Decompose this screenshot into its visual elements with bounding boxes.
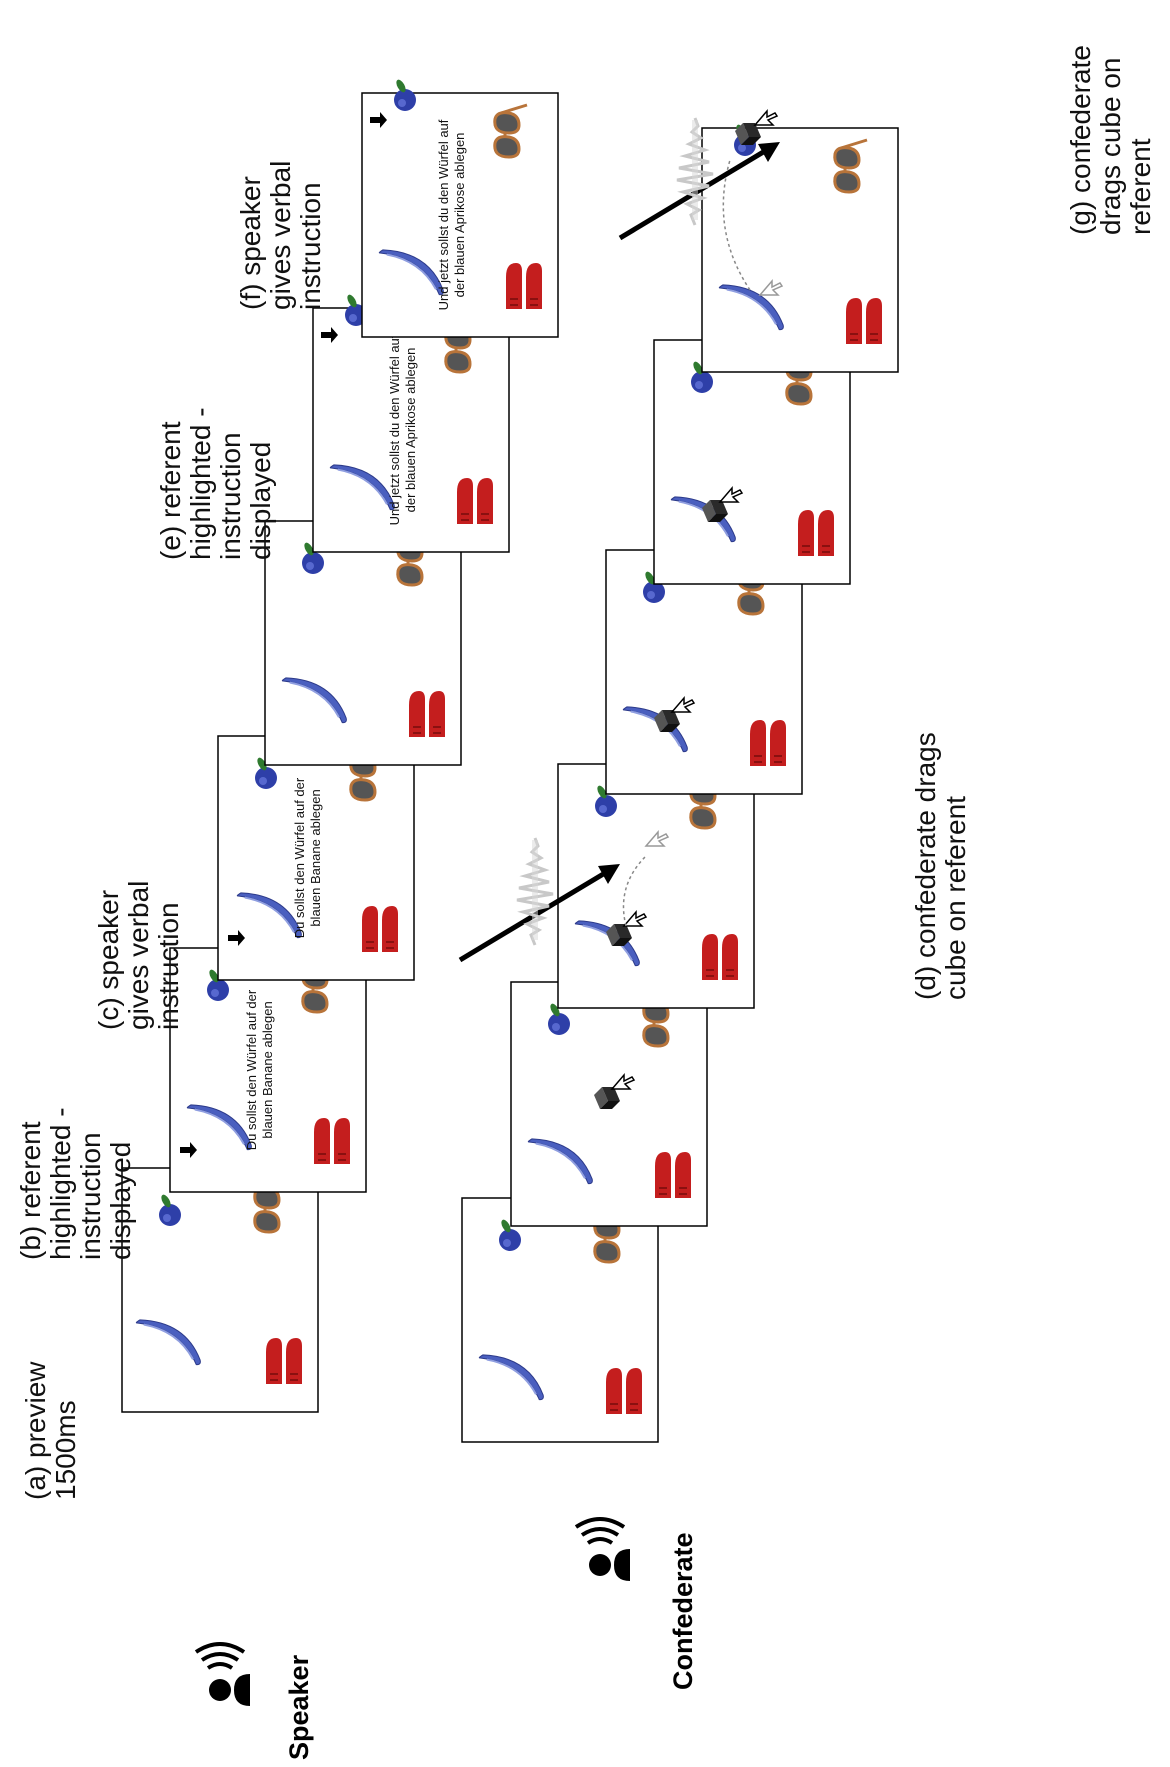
confederate-label: Confederate [668, 1532, 698, 1690]
transition-arrow-1 [458, 838, 620, 963]
speaker-person-icon [194, 1642, 252, 1708]
label-b-line1: (b) referent [15, 1121, 46, 1260]
label-e: (e) referent highlighted - instruction d… [155, 407, 276, 560]
label-a: (a) preview 1500ms [20, 1361, 81, 1500]
speaker-role: Speaker [194, 1642, 314, 1760]
label-b: (b) referent highlighted - instruction d… [15, 1107, 136, 1260]
instruction-text-c2: blauen Banane ablegen [308, 789, 323, 926]
label-f-line2: gives verbal [265, 161, 296, 310]
label-e-line4: displayed [245, 442, 276, 560]
frame-g-drag [701, 110, 899, 373]
label-c-line2: gives verbal [123, 881, 154, 1030]
frame-a-preview [121, 1167, 319, 1413]
label-a-line2: 1500ms [50, 1400, 81, 1500]
instruction-text-e1: Und jetzt sollst du den Würfel auf [387, 334, 402, 525]
label-g-line2: drags cube on [1095, 58, 1126, 235]
instruction-text-b1: Du sollst den Würfel auf der [244, 989, 259, 1150]
instruction-text-e2: der blauen Aprikose ablegen [403, 348, 418, 513]
frame-b-highlighted: Du sollst den Würfel auf der blauen Bana… [169, 947, 367, 1193]
frame-f-verbal: Und jetzt sollst du den Würfel auf der b… [361, 78, 559, 338]
label-a-line1: (a) preview [20, 1361, 51, 1500]
label-d-line1: (d) confederate drags [910, 732, 941, 1000]
label-g: (g) confederate drags cube on referent [1065, 45, 1156, 235]
instruction-text-c1: Du sollst den Würfel auf der [292, 777, 307, 938]
label-f-line3: instruction [295, 182, 326, 310]
instruction-text-f2: der blauen Aprikose ablegen [452, 133, 467, 298]
instruction-text-f1: Und jetzt sollst du den Würfel auf [436, 119, 451, 310]
label-b-line3: instruction [75, 1132, 106, 1260]
speaker-label: Speaker [284, 1654, 314, 1760]
label-d-line2: cube on referent [940, 796, 971, 1000]
frame-e-highlighted: Und jetzt sollst du den Würfel auf der b… [312, 293, 510, 553]
label-f-line1: (f) speaker [235, 176, 266, 310]
label-c-line3: instruction [153, 902, 184, 1030]
frame-confederate-1 [461, 1197, 659, 1443]
label-f: (f) speaker gives verbal instruction [235, 161, 326, 310]
label-c-line1: (c) speaker [93, 890, 124, 1030]
confederate-role: Confederate [574, 1517, 698, 1690]
label-g-line3: referent [1125, 138, 1156, 235]
label-e-line2: highlighted - [185, 407, 216, 560]
frame-confederate-2 [510, 981, 708, 1227]
frame-confederate-4 [605, 549, 803, 795]
confederate-person-icon [574, 1517, 632, 1583]
label-b-line4: displayed [105, 1142, 136, 1260]
label-e-line1: (e) referent [155, 421, 186, 560]
frame-c-verbal: Du sollst den Würfel auf der blauen Bana… [217, 735, 415, 981]
label-d: (d) confederate drags cube on referent [910, 732, 971, 1000]
frame-speaker-idle [264, 520, 462, 766]
instruction-text-b2: blauen Banane ablegen [260, 1001, 275, 1138]
frame-confederate-5 [653, 339, 851, 585]
label-b-line2: highlighted - [45, 1107, 76, 1260]
label-c: (c) speaker gives verbal instruction [93, 881, 184, 1030]
transition-arrow-2 [618, 118, 780, 241]
label-e-line3: instruction [215, 432, 246, 560]
label-g-line1: (g) confederate [1065, 45, 1096, 235]
